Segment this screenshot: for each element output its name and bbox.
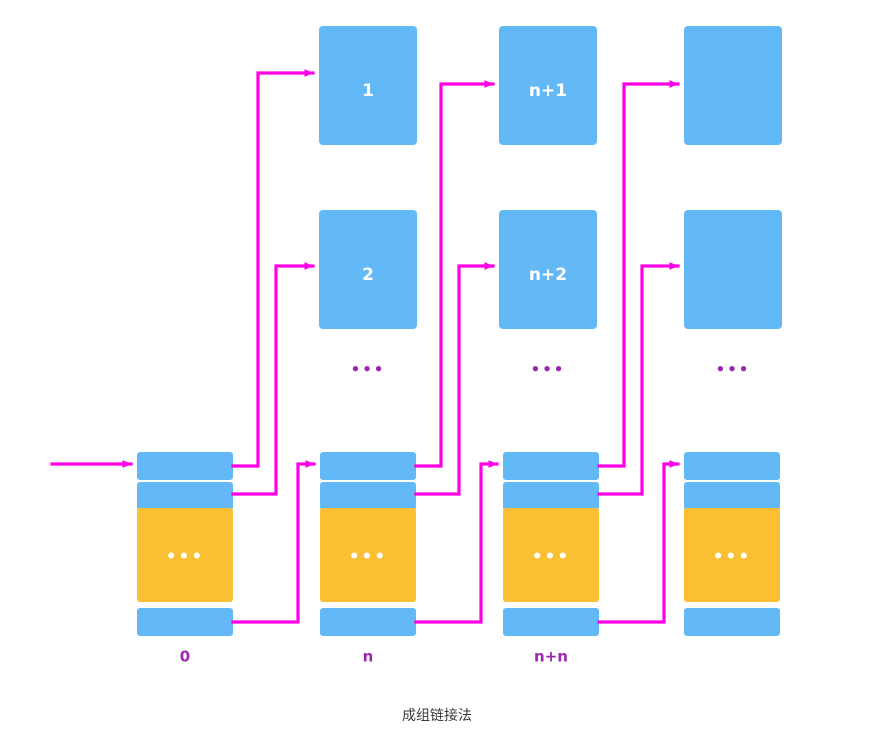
data-block-group3-second[interactable] xyxy=(684,210,782,329)
pointer-stacknn-to-stacklast xyxy=(597,460,680,624)
stack-0-cell-middle[interactable] xyxy=(137,508,233,602)
data-block-n-plus-2[interactable] xyxy=(499,210,597,329)
pointer-stackn-to-blockn2 xyxy=(414,262,495,496)
data-block-1-label: 1 xyxy=(362,81,374,101)
pointer-stackn-to-blockn1 xyxy=(414,80,495,468)
stack-0-cell-second[interactable] xyxy=(137,482,233,510)
figure-caption: 成组链接法 xyxy=(402,707,472,724)
link-stack-last: ••• xyxy=(684,452,780,636)
link-stack-0: ••• 0 xyxy=(137,452,233,666)
pointer-arrows xyxy=(50,69,680,624)
stack-n-n-cell-middle[interactable] xyxy=(503,508,599,602)
stack-n-label: n xyxy=(363,648,374,666)
data-block-1[interactable] xyxy=(319,26,417,145)
stack-last-cell-bottom[interactable] xyxy=(684,608,780,636)
stack-0-ellipsis-icon: ••• xyxy=(166,547,205,567)
top-blocks-group-2: n+1 n+2 ••• xyxy=(499,26,597,379)
stack-0-cell-top[interactable] xyxy=(137,452,233,480)
vertical-ellipsis-icon-group-2: ••• xyxy=(531,361,566,379)
stack-n-n-cell-bottom[interactable] xyxy=(503,608,599,636)
stack-last-ellipsis-icon: ••• xyxy=(713,547,752,567)
pointer-stack0-to-stackn xyxy=(231,460,316,624)
top-blocks-group-3: ••• xyxy=(684,26,782,379)
stack-n-n-cell-top[interactable] xyxy=(503,452,599,480)
data-block-n-plus-2-label: n+2 xyxy=(529,265,567,285)
pointer-stack0-to-block2 xyxy=(231,262,315,496)
vertical-ellipsis-icon-group-3: ••• xyxy=(716,361,751,379)
vertical-ellipsis-icon-group-1: ••• xyxy=(351,361,386,379)
pointer-stacknn-to-block-g3-first xyxy=(597,80,680,468)
pointer-stacknn-to-block-g3-second xyxy=(597,262,680,496)
stack-n-n-label: n+n xyxy=(534,648,568,666)
stack-n-ellipsis-icon: ••• xyxy=(349,547,388,567)
data-block-2-label: 2 xyxy=(362,265,374,285)
stack-0-label: 0 xyxy=(180,648,190,666)
data-block-n-plus-1[interactable] xyxy=(499,26,597,145)
stack-last-cell-middle[interactable] xyxy=(684,508,780,602)
stack-last-cell-second[interactable] xyxy=(684,482,780,510)
data-block-2[interactable] xyxy=(319,210,417,329)
stack-n-n-cell-second[interactable] xyxy=(503,482,599,510)
stack-n-cell-bottom[interactable] xyxy=(320,608,416,636)
top-blocks-group-1: 1 2 364 ••• xyxy=(319,26,417,379)
pointer-stack0-to-block1 xyxy=(231,69,315,468)
data-block-n-plus-1-label: n+1 xyxy=(529,81,567,101)
link-stack-n-n: ••• n+n xyxy=(503,452,599,666)
stack-0-cell-bottom[interactable] xyxy=(137,608,233,636)
stack-n-cell-top[interactable] xyxy=(320,452,416,480)
data-block-group3-first[interactable] xyxy=(684,26,782,145)
stack-n-n-ellipsis-icon: ••• xyxy=(532,547,571,567)
pointer-stackn-to-stacknn xyxy=(414,460,499,624)
stack-last-cell-top[interactable] xyxy=(684,452,780,480)
link-stack-n: ••• n xyxy=(320,452,416,666)
stack-n-cell-middle[interactable] xyxy=(320,508,416,602)
stack-n-cell-second[interactable] xyxy=(320,482,416,510)
